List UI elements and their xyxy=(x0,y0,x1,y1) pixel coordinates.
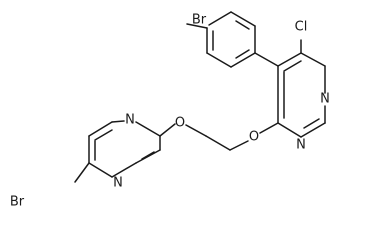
br-bottom-label: Br xyxy=(10,195,25,210)
o-right-label: O xyxy=(249,130,259,145)
cl-label: Cl xyxy=(295,20,308,35)
n-left-top-label: N xyxy=(125,113,135,128)
n-left-bottom-label: N xyxy=(113,176,123,191)
bond-lines xyxy=(74,11,326,183)
o-left-label: O xyxy=(175,116,185,131)
chemical-structure-diagram: Br Cl N N O O N N Br xyxy=(10,11,330,210)
n-right-bottom-label: N xyxy=(296,138,306,153)
n-right-top-label: N xyxy=(320,92,330,107)
br-top-label: Br xyxy=(192,13,207,28)
